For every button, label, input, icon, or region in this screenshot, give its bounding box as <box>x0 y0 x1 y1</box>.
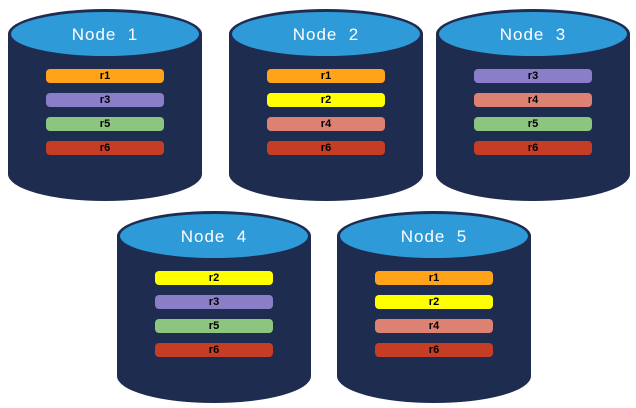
replica-bar: r4 <box>267 117 385 131</box>
replica-bar: r3 <box>474 69 592 83</box>
replica-bar: r2 <box>155 271 273 285</box>
node-label: Node 3 <box>499 25 567 44</box>
node-1-cylinder: Node 1 r1 r3 r5 r6 <box>8 9 202 201</box>
node-2-cylinder: Node 2 r1 r2 r4 r6 <box>229 9 423 201</box>
replica-bar: r6 <box>375 343 493 357</box>
replica-bar: r5 <box>474 117 592 131</box>
node-label: Node 5 <box>400 227 468 246</box>
replica-list: r1 r2 r4 r6 <box>375 271 493 357</box>
replica-list: r2 r3 r5 r6 <box>155 271 273 357</box>
replica-bar: r3 <box>155 295 273 309</box>
replica-bar: r1 <box>46 69 164 83</box>
replica-bar: r5 <box>155 319 273 333</box>
replica-bar: r6 <box>46 141 164 155</box>
replica-list: r3 r4 r5 r6 <box>474 69 592 155</box>
replica-bar: r6 <box>155 343 273 357</box>
replica-bar: r6 <box>267 141 385 155</box>
node-5-cylinder: Node 5 r1 r2 r4 r6 <box>337 211 531 403</box>
replica-list: r1 r2 r4 r6 <box>267 69 385 155</box>
replica-bar: r4 <box>375 319 493 333</box>
replica-list: r1 r3 r5 r6 <box>46 69 164 155</box>
cylinder-top-ellipse: Node 5 <box>337 211 531 261</box>
cylinder-top-ellipse: Node 1 <box>8 9 202 59</box>
replica-bar: r1 <box>375 271 493 285</box>
node-3-cylinder: Node 3 r3 r4 r5 r6 <box>436 9 630 201</box>
cylinder-top-ellipse: Node 4 <box>117 211 311 261</box>
replica-bar: r1 <box>267 69 385 83</box>
cylinder-top-ellipse: Node 2 <box>229 9 423 59</box>
node-label: Node 4 <box>180 227 248 246</box>
replica-bar: r4 <box>474 93 592 107</box>
replica-bar: r3 <box>46 93 164 107</box>
cylinder-top-ellipse: Node 3 <box>436 9 630 59</box>
replica-bar: r2 <box>375 295 493 309</box>
replica-bar: r6 <box>474 141 592 155</box>
node-4-cylinder: Node 4 r2 r3 r5 r6 <box>117 211 311 403</box>
replica-bar: r2 <box>267 93 385 107</box>
node-label: Node 1 <box>71 25 139 44</box>
node-label: Node 2 <box>292 25 360 44</box>
replica-bar: r5 <box>46 117 164 131</box>
